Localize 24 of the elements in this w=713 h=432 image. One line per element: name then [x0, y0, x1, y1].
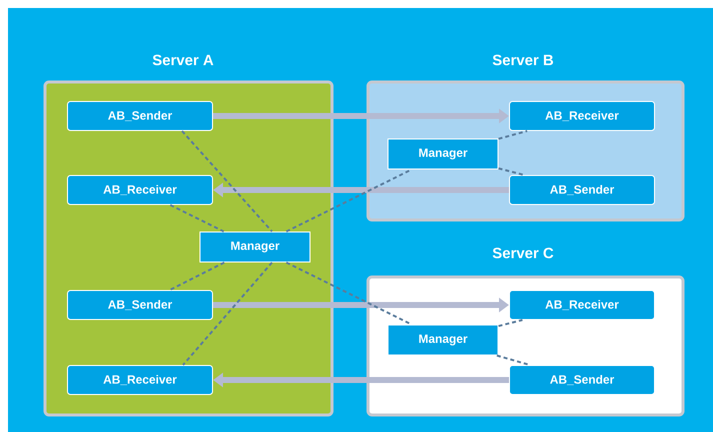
connector-line — [182, 262, 273, 366]
manager-box: Manager — [388, 324, 498, 356]
component-box: AB_Receiver — [509, 290, 655, 320]
component-box: AB_Sender — [509, 365, 655, 395]
component-box: AB_Sender — [67, 290, 213, 320]
component-box: AB_Receiver — [67, 175, 213, 205]
connector-line — [498, 167, 524, 176]
server-heading: Server A — [152, 54, 214, 66]
connector-line — [496, 354, 530, 366]
connector-line — [286, 262, 412, 326]
manager-box: Manager — [388, 138, 498, 170]
component-box: AB_Sender — [67, 101, 213, 131]
connector-line — [286, 168, 412, 232]
connector-line — [498, 319, 523, 328]
component-box: AB_Receiver — [509, 101, 655, 131]
component-box: AB_Sender — [509, 175, 655, 205]
server-heading: Server C — [492, 248, 554, 258]
component-box: AB_Receiver — [67, 365, 213, 395]
connector-line — [181, 130, 273, 232]
manager-box: Manager — [200, 232, 310, 262]
connector-line — [170, 204, 224, 232]
server-heading: Server B — [492, 54, 554, 66]
connector-line — [498, 130, 528, 140]
connector-line — [169, 262, 225, 291]
